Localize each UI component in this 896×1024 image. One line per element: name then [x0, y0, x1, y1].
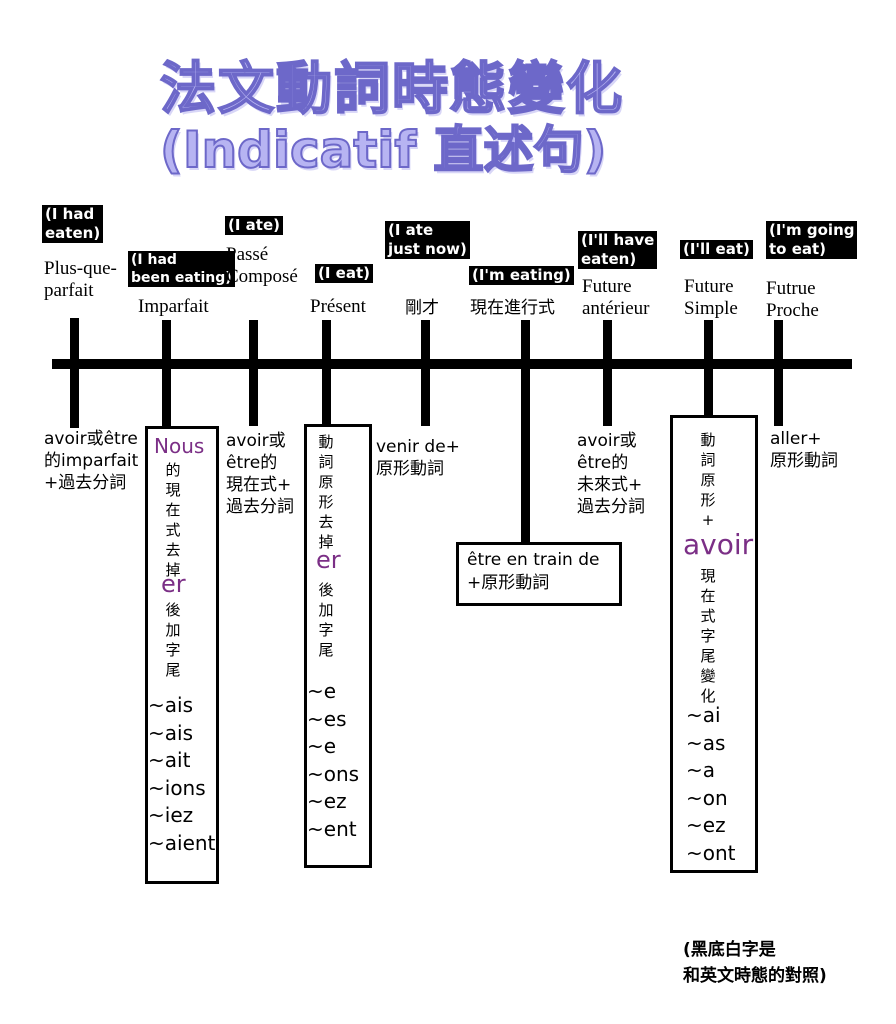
imparfait-endings: ~ais ~ais ~ait ~ions ~iez ~aient — [148, 692, 215, 858]
title-line-1: 法文動詞時態變化 — [159, 56, 624, 123]
futur-simple-endings: ~ai ~as ~a ~on ~ez ~ont — [686, 702, 736, 868]
ending-item: ~ait — [148, 748, 191, 773]
tick-passe-compose — [249, 320, 258, 426]
chinese-passe-recent: 剛才 — [405, 298, 439, 318]
imparfait-desc-top: 的現在式去掉 — [165, 461, 181, 579]
english-plus-que-parfait: (I had eaten) — [42, 205, 104, 243]
tick-futur-simple — [704, 320, 713, 420]
tick-imparfait — [162, 320, 171, 426]
desc-futur-anterieur: avoir或 être的 未來式+ 過去分詞 — [577, 431, 645, 517]
ending-item: ~ais — [148, 720, 193, 745]
desc-futur-proche: aller+ 原形動詞 — [770, 429, 838, 471]
french-plus-que-parfait: Plus-que- parfait — [44, 258, 117, 301]
ending-item: ~e — [307, 679, 337, 703]
ending-item: ~ai — [686, 703, 721, 727]
imparfait-ending-mark: er — [161, 570, 186, 598]
tick-passe-recent — [421, 320, 430, 426]
desc-plus-que-parfait: avoir或être 的imparfait +過去分詞 — [44, 429, 139, 493]
french-passe-compose: Passé Composé — [226, 244, 298, 287]
ending-item: ~ons — [307, 761, 360, 786]
imparfait-desc-bottom: 後加字尾 — [165, 601, 181, 679]
desc-present-progressif: être en train de +原形動詞 — [467, 550, 600, 593]
french-present: Présent — [310, 296, 366, 317]
ending-item: ~aient — [148, 830, 216, 855]
english-futur-proche: (I'm going to eat) — [766, 221, 858, 259]
futur-simple-desc-bottom: 現在式字尾變化 — [700, 567, 716, 705]
french-futur-simple: Future Simple — [684, 276, 738, 319]
english-passe-recent: (I ate just now) — [385, 221, 470, 259]
present-endings: ~e ~es ~e ~ons ~ez ~ent — [307, 678, 359, 844]
tick-futur-anterieur — [603, 320, 612, 426]
imparfait-box — [145, 426, 219, 884]
ending-item: ~ont — [686, 840, 736, 865]
french-futur-proche: Futrue Proche — [766, 278, 819, 321]
ending-item: ~ions — [148, 775, 206, 800]
ending-item: ~ais — [148, 693, 193, 717]
futur-simple-box — [670, 415, 758, 873]
present-desc-top: 動詞原形去掉 — [318, 433, 334, 551]
ending-item: ~ez — [307, 789, 347, 814]
ending-item: ~ent — [307, 816, 357, 841]
english-present: (I eat) — [315, 264, 373, 283]
desc-passe-recent: venir de+ 原形動詞 — [376, 437, 460, 479]
present-progressif-box — [456, 542, 622, 606]
tick-present-progressif — [521, 320, 530, 548]
chinese-present-progressif: 現在進行式 — [470, 298, 555, 318]
english-futur-anterieur: (I'll have eaten) — [578, 231, 658, 269]
ending-item: ~on — [686, 785, 728, 810]
tick-plus-que-parfait — [70, 318, 79, 428]
french-imparfait: Imparfait — [138, 296, 209, 317]
present-desc-bottom: 後加字尾 — [318, 581, 334, 659]
ending-item: ~iez — [148, 803, 194, 828]
present-ending-mark: er — [316, 546, 341, 574]
futur-simple-desc-top: 動詞原形+ — [700, 431, 716, 529]
ending-item: ~as — [686, 730, 726, 755]
tick-futur-proche — [774, 320, 783, 426]
ending-item: ~a — [686, 758, 716, 783]
french-futur-anterieur: Future antérieur — [582, 276, 650, 319]
timeline-axis — [52, 359, 852, 369]
present-box — [304, 424, 372, 868]
title-line-2: (Indicatif 直述句) — [159, 120, 607, 180]
futur-simple-ending-mark: avoir — [683, 528, 754, 561]
legend-note: (黑底白字是 和英文時態的對照) — [683, 940, 827, 986]
english-passe-compose: (I ate) — [225, 216, 283, 235]
english-imparfait: (I had been eating) — [128, 251, 235, 287]
desc-passe-compose: avoir或 être的 現在式+ 過去分詞 — [226, 431, 294, 517]
english-present-progressif: (I'm eating) — [469, 266, 574, 285]
ending-item: ~ez — [686, 813, 726, 838]
ending-item: ~e — [307, 734, 337, 759]
ending-item: ~es — [307, 706, 347, 731]
tick-present — [322, 320, 331, 426]
imparfait-subject: Nous — [154, 434, 205, 458]
english-futur-simple: (I'll eat) — [680, 240, 753, 259]
